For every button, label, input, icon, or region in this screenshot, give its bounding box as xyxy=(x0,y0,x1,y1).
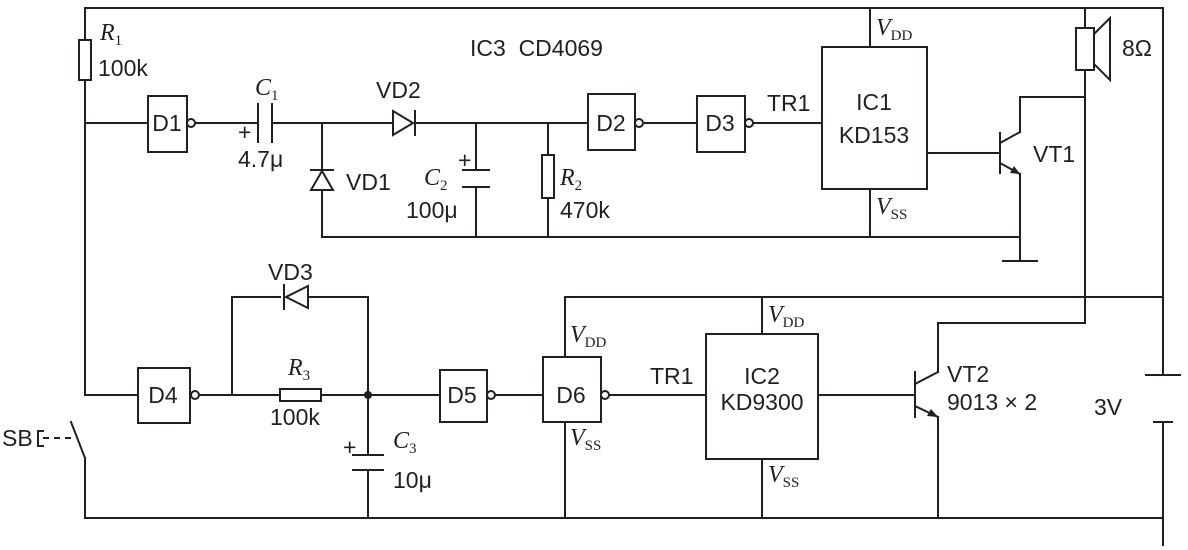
gate-d4-label: D4 xyxy=(148,382,178,408)
c2-polarity: + xyxy=(458,147,471,173)
svg-text:VDD: VDD xyxy=(570,322,607,351)
svg-text:C2: C2 xyxy=(424,165,448,194)
svg-text:C3: C3 xyxy=(393,428,417,457)
svg-text:VSS: VSS xyxy=(876,194,907,223)
r3-value: 100k xyxy=(270,404,320,430)
vt2-part: 9013 × 2 xyxy=(947,389,1037,415)
vt1-label: VT1 xyxy=(1033,141,1075,167)
gate-d5-label: D5 xyxy=(447,382,476,408)
tr1-bottom-label: TR1 xyxy=(650,363,693,389)
c2-capacitor: + C2 100μ xyxy=(406,147,490,223)
junction-dot xyxy=(364,391,372,399)
svg-text:R2: R2 xyxy=(559,165,582,194)
vd1-diode: VD1 xyxy=(309,169,391,195)
ic1-part: KD153 xyxy=(839,122,909,148)
c3-capacitor: + C3 10μ xyxy=(343,428,432,493)
gate-d3-label: D3 xyxy=(705,110,734,136)
gate-d4: D4 xyxy=(137,367,200,424)
ic2-name: IC2 xyxy=(744,363,780,389)
speaker-label: 8Ω xyxy=(1122,35,1152,61)
svg-text:C1: C1 xyxy=(255,75,279,104)
gate-d1-label: D1 xyxy=(152,110,181,136)
gate-d5: D5 xyxy=(439,369,496,423)
r2-resistor: R2 470k xyxy=(541,154,610,223)
svg-text:VSS: VSS xyxy=(768,462,799,491)
gate-d2-label: D2 xyxy=(596,110,625,136)
switch-sb: SB xyxy=(2,420,87,460)
svg-text:VSS: VSS xyxy=(570,425,601,454)
svg-text:R3: R3 xyxy=(287,355,310,384)
wires xyxy=(84,7,1164,546)
c1-capacitor: + C1 4.7μ xyxy=(238,75,283,172)
vd1-label: VD1 xyxy=(346,169,391,195)
svg-text:VDD: VDD xyxy=(876,15,913,44)
ic1-chip: IC1 KD153 VDD VSS xyxy=(821,15,928,223)
switch-label: SB xyxy=(2,425,33,451)
battery: 3V xyxy=(1094,374,1181,423)
tr1-top-label: TR1 xyxy=(767,90,810,116)
gate-d3: D3 xyxy=(696,95,754,153)
vd3-label: VD3 xyxy=(268,259,313,285)
gate-d2: D2 xyxy=(587,93,644,151)
gate-d1: D1 xyxy=(147,95,196,153)
vt2-label: VT2 xyxy=(947,361,989,387)
c2-value: 100μ xyxy=(406,197,458,223)
r1-value: 100k xyxy=(98,55,148,81)
c3-value: 10μ xyxy=(393,467,432,493)
ic2-chip: IC2 KD9300 VDD VSS xyxy=(705,302,819,491)
r3-resistor: R3 100k xyxy=(270,355,322,430)
ic1-name: IC1 xyxy=(856,89,892,115)
r1-resistor: R1 100k xyxy=(78,20,148,81)
vd3-diode: VD3 xyxy=(268,259,313,310)
r2-value: 470k xyxy=(560,197,610,223)
ic3-title: IC3 CD4069 xyxy=(470,35,603,61)
c1-value: 4.7μ xyxy=(238,146,283,172)
vd2-diode: VD2 xyxy=(376,77,421,137)
vd2-label: VD2 xyxy=(376,77,421,103)
vt2-transistor: VT2 9013 × 2 xyxy=(913,361,1037,419)
svg-text:R1: R1 xyxy=(99,20,122,49)
ic2-part: KD9300 xyxy=(720,389,803,415)
gate-d6-label: D6 xyxy=(556,382,585,408)
c1-polarity: + xyxy=(238,119,251,145)
battery-label: 3V xyxy=(1094,394,1123,420)
vt1-transistor: VT1 xyxy=(998,130,1075,176)
c3-polarity: + xyxy=(343,434,356,460)
svg-text:VDD: VDD xyxy=(768,302,805,331)
gate-d6: D6 VDD VSS xyxy=(542,322,610,454)
speaker: 8Ω xyxy=(1075,15,1152,83)
